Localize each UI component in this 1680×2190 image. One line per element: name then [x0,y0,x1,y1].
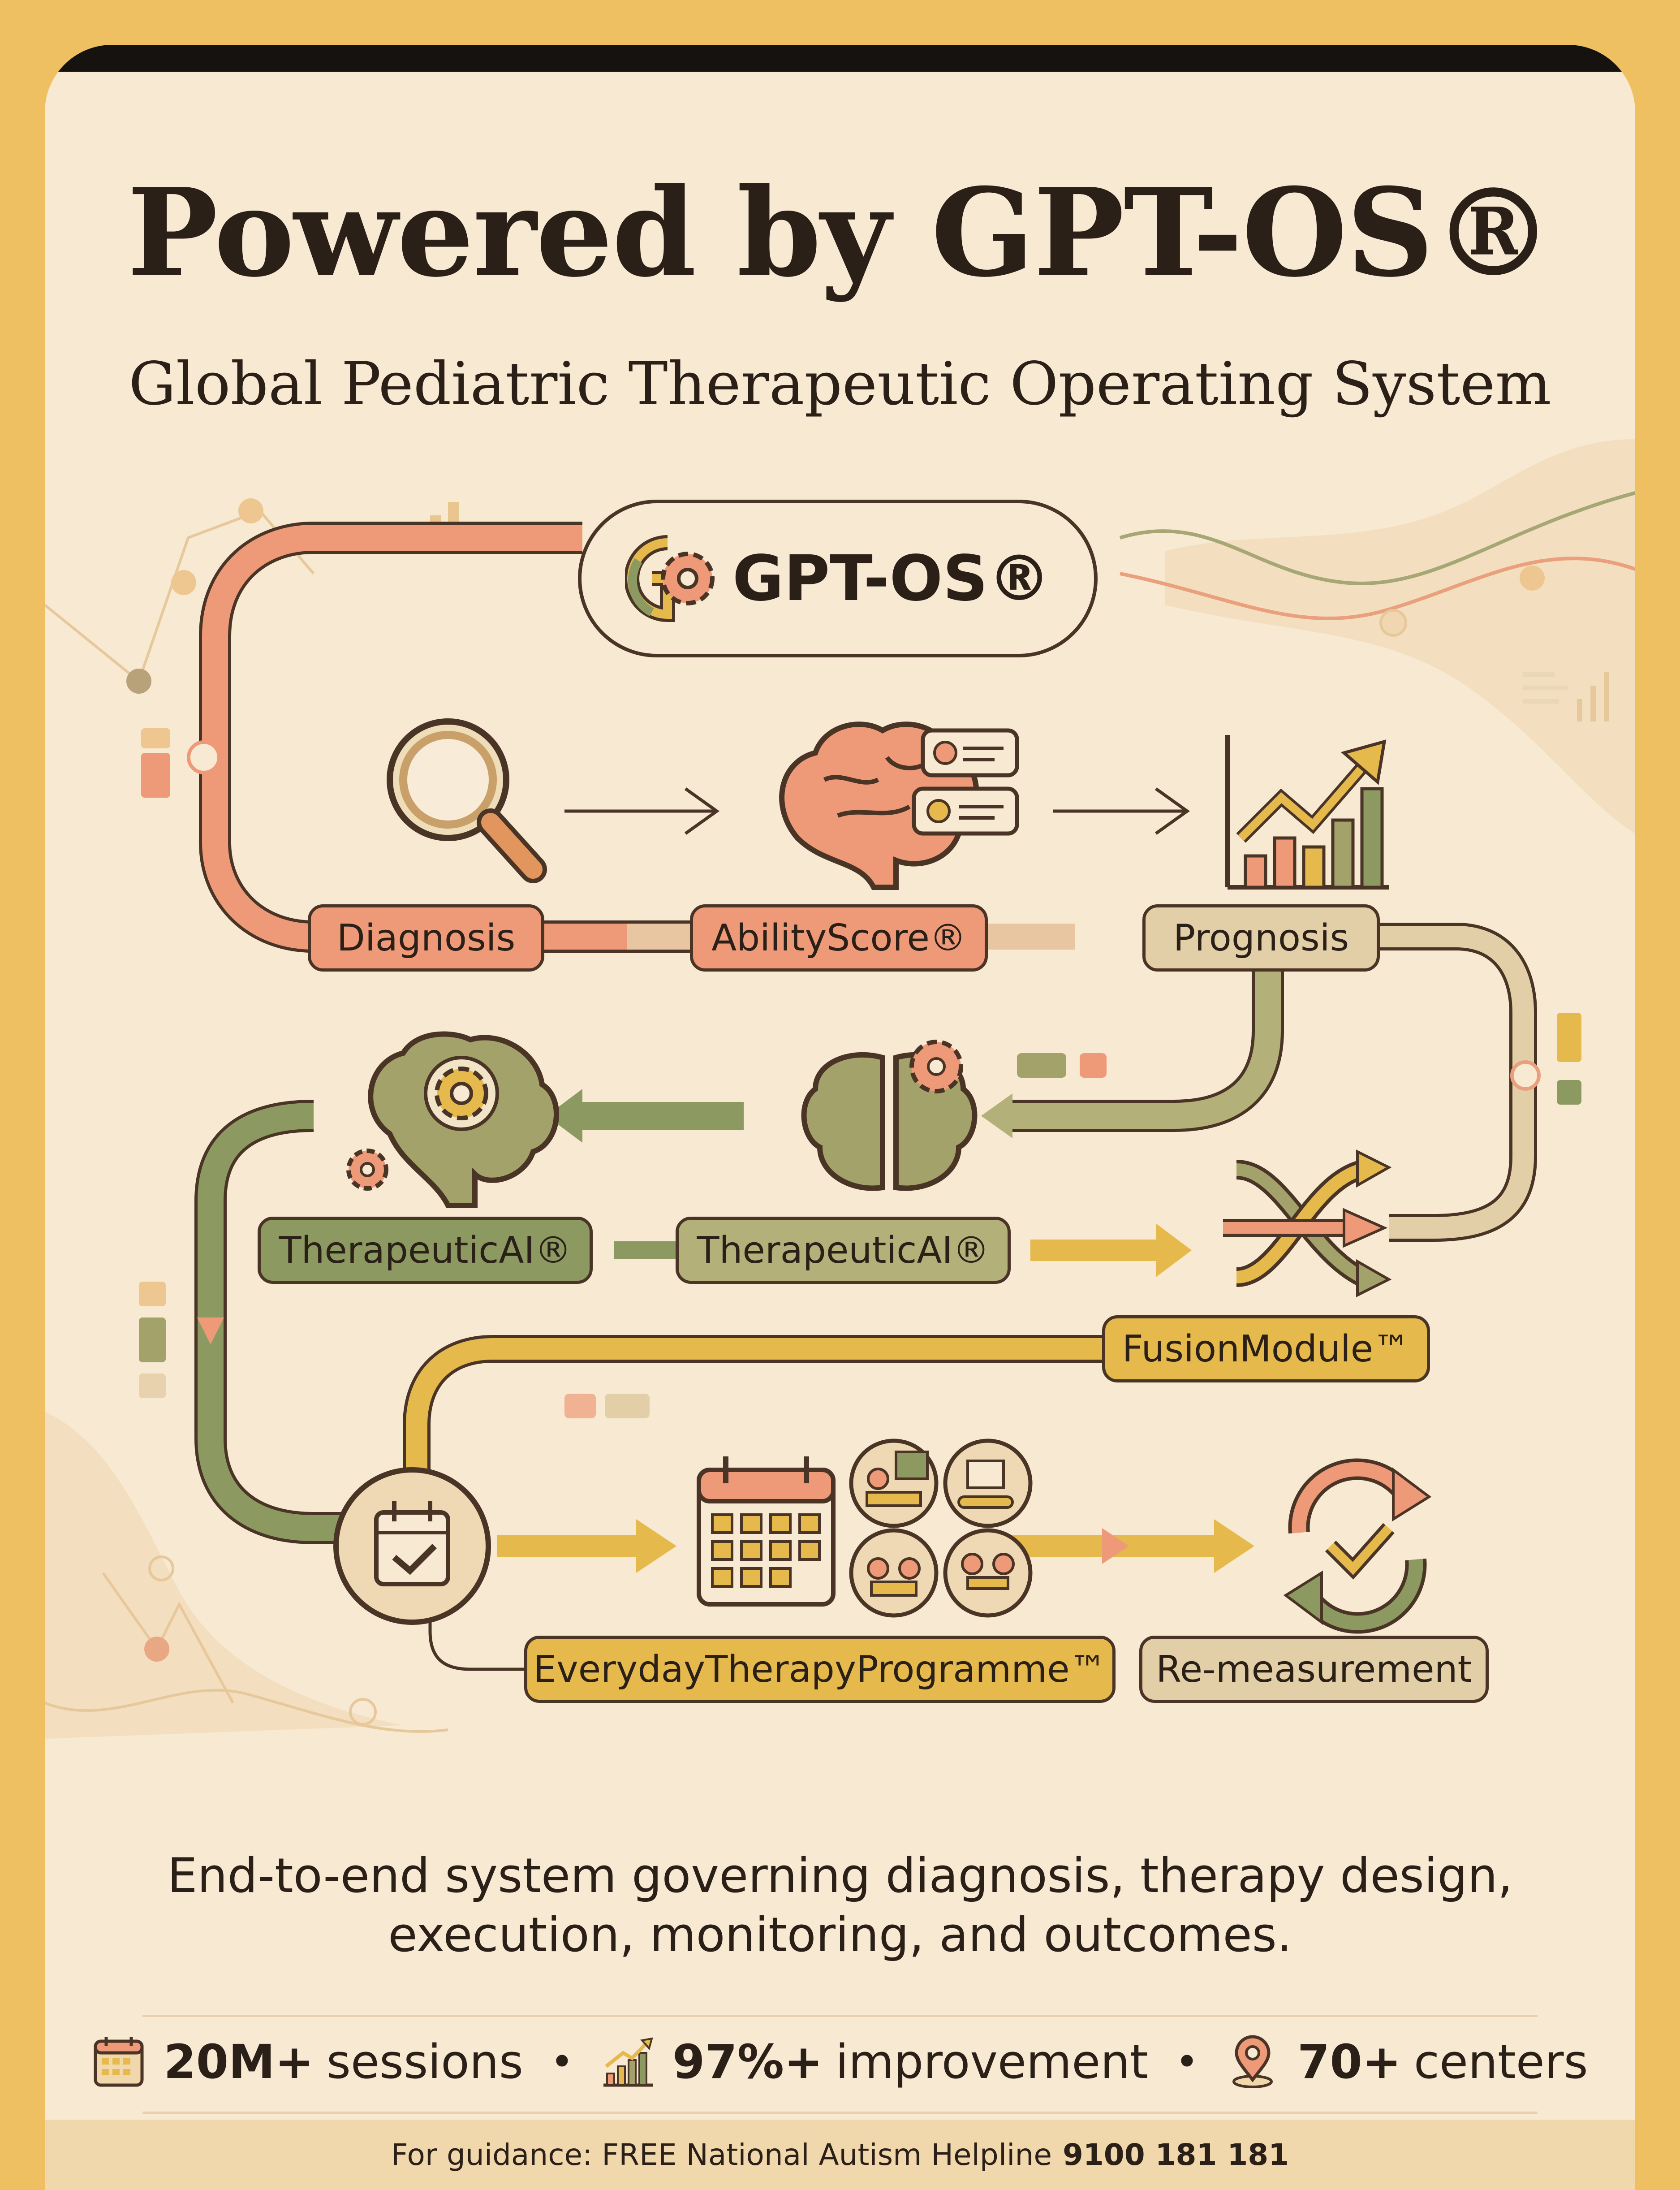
cycle-check-icon [1283,1458,1432,1634]
step-therapeutic-ai-primary: TherapeuticAI® [258,1217,593,1284]
gpt-os-logo-icon [625,535,715,622]
tagline-line-1: End-to-end system governing diagnosis, t… [167,1848,1513,1903]
step-re-measurement: Re-measurement [1139,1636,1489,1703]
gpt-os-logo-text: GPT-OS® [732,542,1051,615]
top-bar [45,45,1635,72]
brain-left-right-icon [801,1040,978,1191]
track-olive [139,968,1284,1544]
page-title: Powered by GPT-OS® [127,161,1554,304]
tagline: End-to-end system governing diagnosis, t… [45,1846,1635,1965]
growth-chart-icon [1225,735,1389,890]
stat-centers-label: centers [1413,2034,1588,2089]
footer-text: For guidance: FREE National Autism Helpl… [391,2138,1052,2172]
magnifier-icon [387,718,547,883]
step-fusion-module: FusionModule™ [1102,1315,1430,1382]
decor-waves [45,439,1635,1739]
stat-sessions-value: 20M+ [164,2034,314,2089]
stat-centers-value: 70+ [1297,2034,1401,2089]
helpline-phone[interactable]: 9100 181 181 [1062,2138,1289,2172]
gpt-os-logo: GPT-OS® [578,500,1098,657]
page-subtitle: Global Pediatric Therapeutic Operating S… [129,350,1551,419]
track-gold [403,1335,1254,1671]
stats-row: 20M+ sessions • 97%+ improvement • [45,2034,1635,2089]
divider-top [142,2015,1538,2017]
divider-bottom [142,2112,1538,2114]
step-everyday-therapy-programme: EverydayTherapyProgramme™ [524,1636,1116,1703]
stat-centers: 70+ centers [1226,2034,1588,2089]
therapy-sessions-icon [849,1438,1033,1618]
calendar-icon [94,2037,144,2087]
location-pin-icon [1232,2035,1273,2088]
stat-sessions: 20M+ sessions [92,2034,523,2089]
arrow-right-icon [564,787,720,835]
schedule-circle-icon [333,1467,491,1625]
stats-separator: • [550,2038,574,2086]
brain-gear-icon [346,1031,559,1208]
stat-sessions-label: sessions [326,2034,523,2089]
track-beige [1344,923,1581,1242]
stat-improvement-label: improvement [836,2034,1148,2089]
stats-separator: • [1175,2038,1199,2086]
brain-assessment-icon [779,721,1019,890]
stat-improvement: 97%+ improvement [601,2034,1148,2089]
fusion-arrows-icon [1223,1149,1392,1297]
tagline-line-2: execution, monitoring, and outcomes. [388,1907,1292,1962]
step-ability-score: AbilityScore® [690,904,988,972]
footer-helpline: For guidance: FREE National Autism Helpl… [45,2120,1635,2190]
stat-improvement-value: 97%+ [672,2034,823,2089]
workflow-diagram [45,439,1635,1739]
growth-chart-icon [603,2037,653,2087]
infographic-card: GPT-OS® Powered by GPT-OS® Global Pediat… [45,45,1635,2190]
step-diagnosis: Diagnosis [308,904,544,972]
calendar-icon [697,1456,836,1607]
arrow-right-icon [1053,787,1190,835]
step-prognosis: Prognosis [1142,904,1380,972]
step-therapeutic-ai-secondary: TherapeuticAI® [676,1217,1011,1284]
